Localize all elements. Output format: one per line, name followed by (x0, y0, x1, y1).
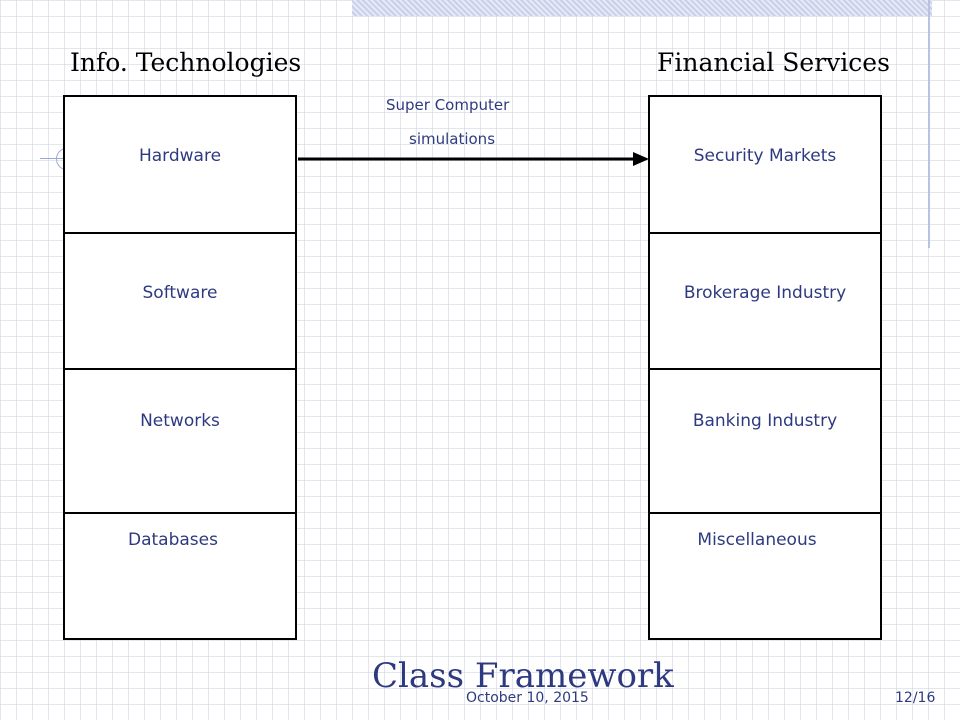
slide-date: October 10, 2015 (466, 690, 589, 706)
fs-cell-label: Miscellaneous (697, 530, 817, 550)
it-cell-label: Networks (140, 411, 220, 431)
left-bullet-mark-line (40, 158, 64, 159)
fs-cell-miscellaneous: Miscellaneous (650, 514, 880, 638)
it-cell-hardware: Hardware (65, 97, 295, 234)
slide-title: Class Framework (372, 656, 674, 696)
hardware-to-security-markets-arrow (298, 152, 649, 166)
fs-cell-security-markets: Security Markets (650, 97, 880, 234)
fs-cell-label: Security Markets (693, 146, 837, 166)
fs-cell-label: Brokerage Industry (683, 283, 847, 303)
fs-column-box: Security Markets Brokerage Industry Bank… (648, 95, 882, 640)
fs-cell-banking-industry: Banking Industry (650, 370, 880, 514)
header-decoration-band (352, 0, 932, 16)
left-column-heading: Info. Technologies (70, 48, 302, 77)
it-cell-networks: Networks (65, 370, 295, 514)
it-cell-software: Software (65, 234, 295, 370)
it-column-box: Hardware Software Networks Databases (63, 95, 297, 640)
it-cell-label: Hardware (138, 146, 222, 166)
right-column-heading: Financial Services (657, 48, 890, 77)
arrow-label-line2: simulations (409, 130, 496, 148)
it-cell-label: Software (142, 283, 218, 303)
arrow-label-line1: Super Computer (386, 96, 510, 114)
it-cell-label: Databases (128, 530, 218, 550)
fs-cell-label: Banking Industry (692, 411, 838, 431)
right-decoration-rule (928, 0, 930, 248)
arrow-head (633, 152, 649, 166)
slide-page-number: 12/16 (895, 690, 936, 706)
it-cell-databases: Databases (65, 514, 295, 638)
fs-cell-brokerage-industry: Brokerage Industry (650, 234, 880, 370)
